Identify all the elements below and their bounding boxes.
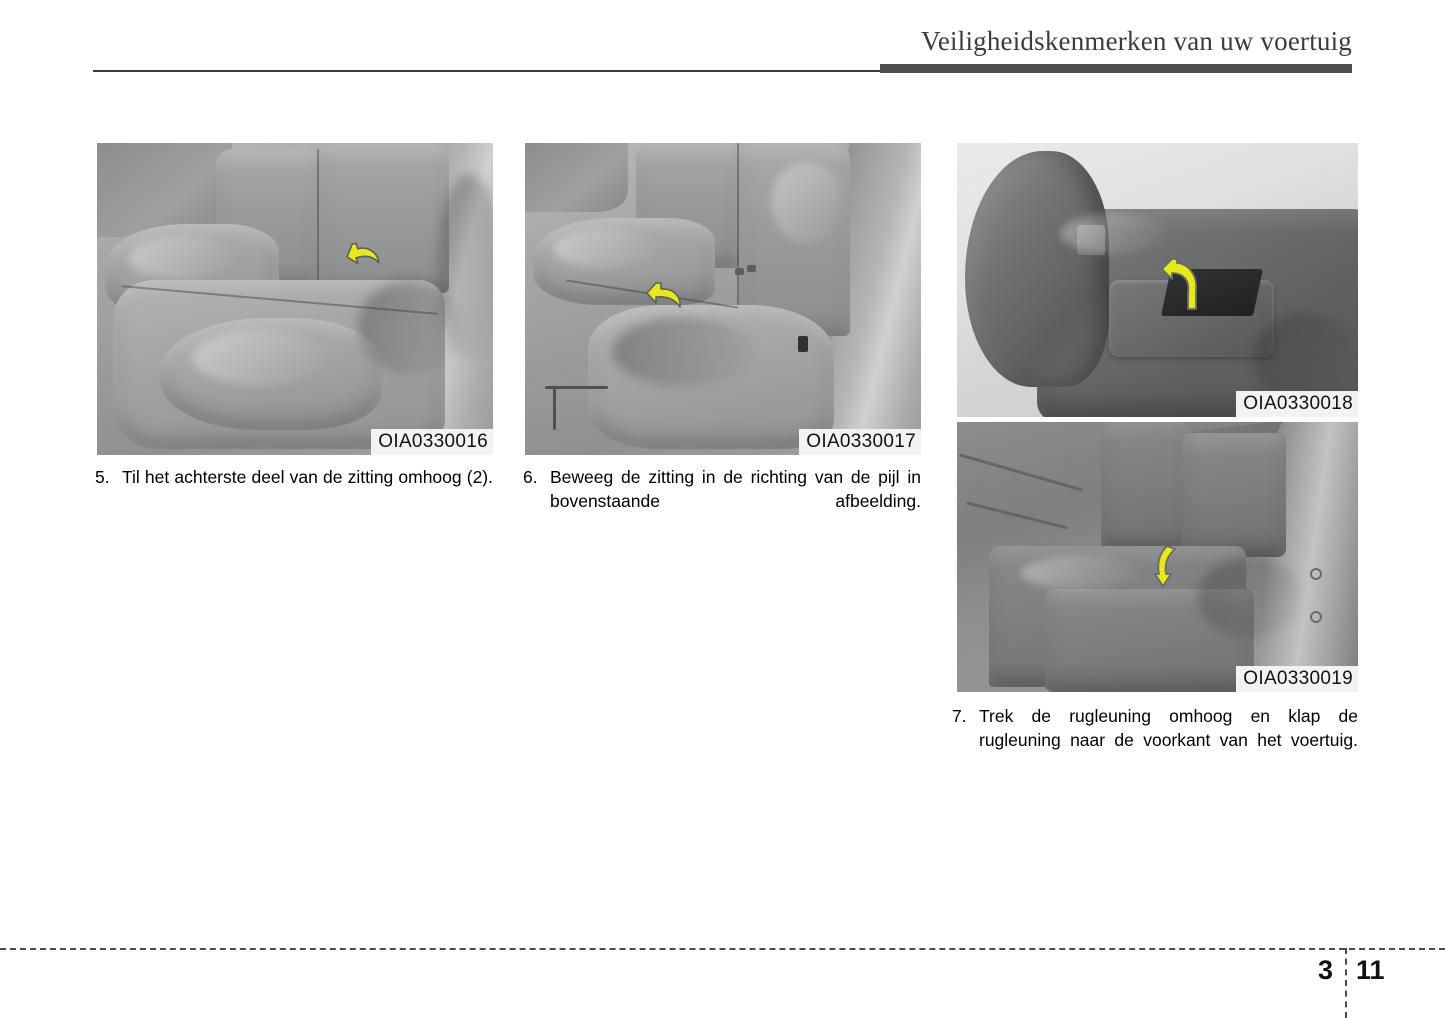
figure-2-photo — [525, 143, 921, 455]
step-7-number: 7. — [952, 706, 967, 726]
figure-rear-seat-lift: OIA0330016 — [97, 143, 493, 455]
figure-2-arrow-icon — [645, 282, 681, 309]
figure-4-arrow-icon — [1154, 544, 1177, 587]
footer-dashed-rule — [0, 948, 1445, 950]
figure-3-photo — [957, 143, 1358, 417]
figure-folded-seatbacks-trunk: OIA0330019 — [957, 422, 1358, 692]
step-5: 5. Til het achterste deel van de zitting… — [95, 465, 493, 513]
step-7: 7. Trek de rugleuning omhoog en klap de … — [952, 704, 1358, 776]
figure-4-id-label: OIA0330019 — [1236, 666, 1358, 692]
header-rule-thin — [93, 70, 1352, 72]
chapter-number: 3 — [1318, 955, 1334, 985]
figure-1-arrow-icon — [345, 241, 380, 265]
figure-1-photo — [97, 143, 493, 455]
header-rule-thick — [880, 64, 1352, 73]
figure-3-id-label: OIA0330018 — [1236, 391, 1358, 417]
figure-1-id-label: OIA0330016 — [371, 429, 493, 455]
step-5-number: 5. — [95, 467, 110, 487]
step-6-number: 6. — [523, 467, 538, 487]
page-header: Veiligheidskenmerken van uw voertuig — [0, 0, 1445, 90]
step-7-text: Trek de rugleuning omhoog en klap de rug… — [979, 706, 1358, 750]
footer-dashed-divider — [1345, 948, 1347, 1018]
figure-seat-move-direction: OIA0330017 — [525, 143, 921, 455]
step-6: 6. Beweeg de zitting in de richting van … — [523, 465, 921, 537]
page-number: 11 — [1356, 955, 1385, 985]
figure-4-photo — [957, 422, 1358, 692]
page-title: Veiligheidskenmerken van uw voertuig — [921, 26, 1352, 56]
step-5-text: Til het achterste deel van de zitting om… — [122, 467, 493, 487]
figure-2-id-label: OIA0330017 — [799, 429, 921, 455]
figure-3-arrow-icon — [1160, 257, 1197, 310]
figure-seatback-release-lever: OIA0330018 — [957, 143, 1358, 417]
step-6-text: Beweeg de zitting in de richting van de … — [550, 467, 921, 511]
